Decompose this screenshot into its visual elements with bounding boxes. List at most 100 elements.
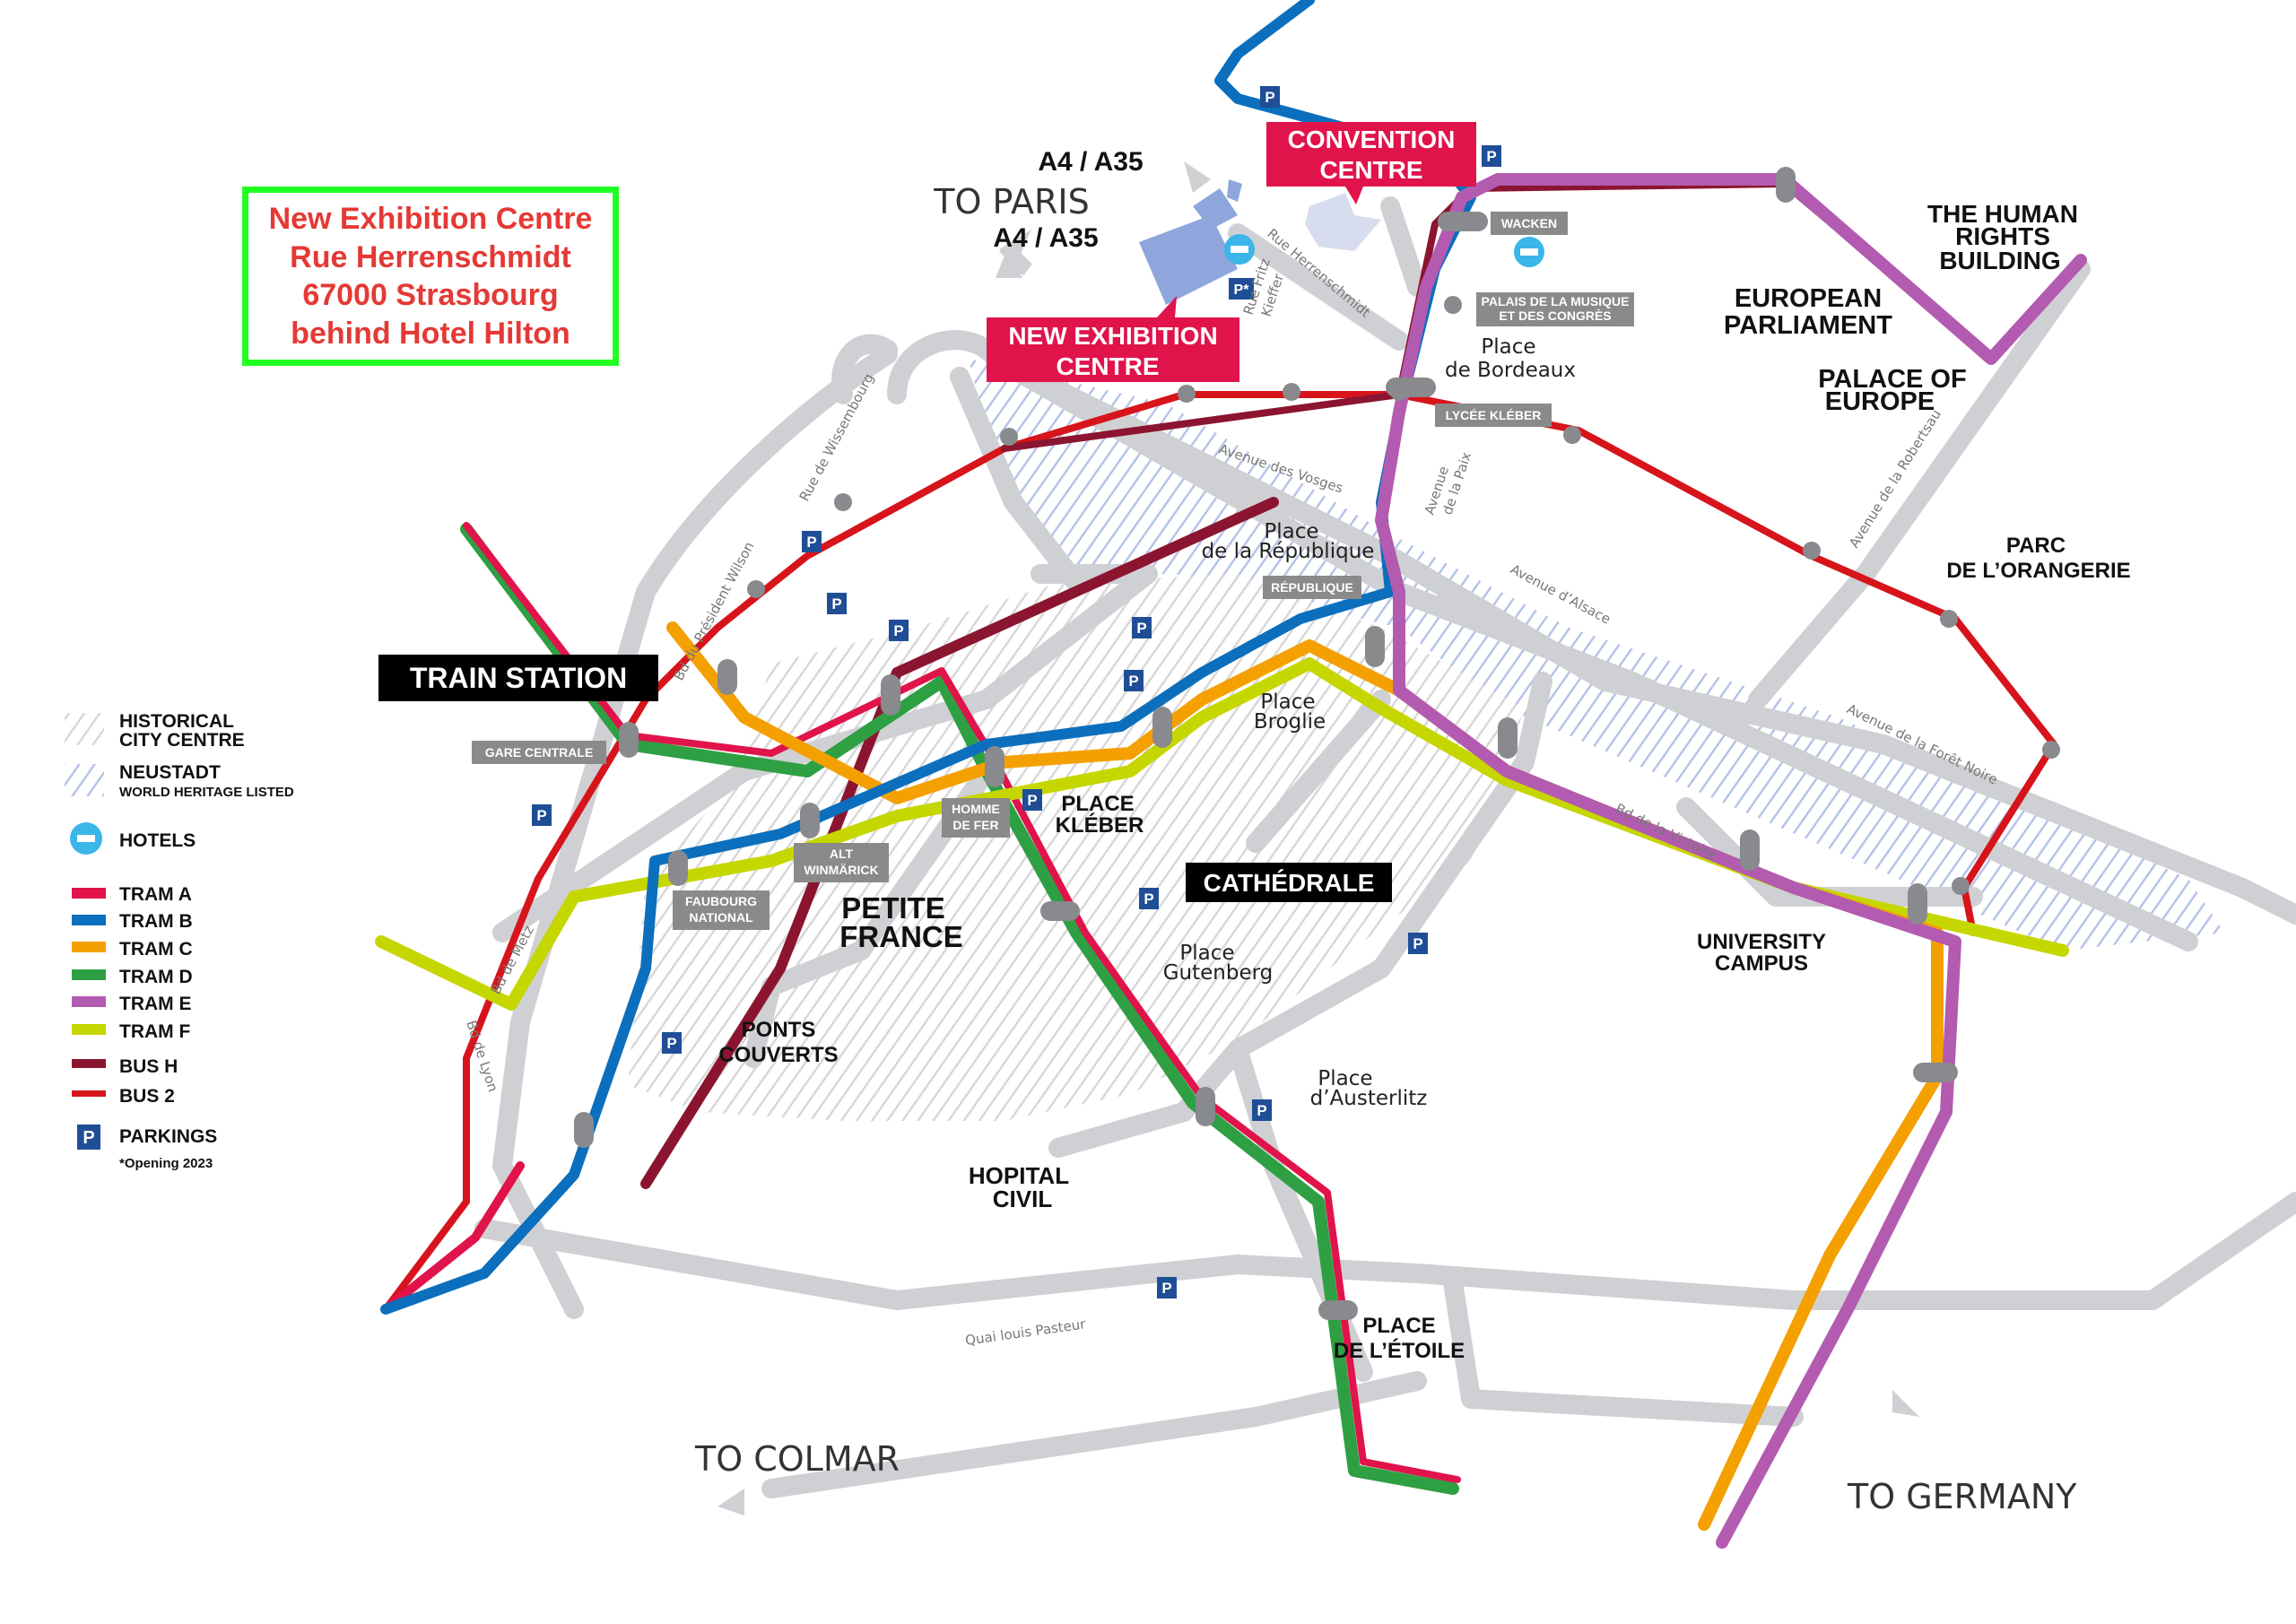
hotel-icon — [1224, 234, 1255, 265]
svg-text:P*: P* — [1234, 282, 1250, 298]
cathedrale-label: CATHÉDRALE — [1186, 863, 1392, 902]
svg-text:TRAM E: TRAM E — [119, 994, 192, 1014]
parking-icon: P — [1139, 888, 1159, 909]
svg-text:CITY CENTRE: CITY CENTRE — [119, 730, 245, 751]
legend-hotels: HOTELS — [70, 822, 196, 855]
svg-text:P: P — [831, 595, 841, 612]
svg-text:PETITE: PETITE — [841, 891, 945, 925]
tram-e-line — [1375, 173, 2087, 598]
legend-tram-b: TRAM B — [72, 911, 193, 932]
svg-text:PALAIS DE LA MUSIQUE: PALAIS DE LA MUSIQUE — [1482, 294, 1630, 308]
svg-text:TRAIN STATION: TRAIN STATION — [410, 662, 627, 694]
svg-text:P: P — [1136, 620, 1146, 637]
svg-text:NEUSTADT: NEUSTADT — [119, 762, 221, 783]
svg-text:CATHÉDRALE: CATHÉDRALE — [1204, 869, 1375, 897]
address-line-1: New Exhibition Centre — [268, 202, 593, 236]
svg-text:EUROPEAN: EUROPEAN — [1735, 284, 1882, 313]
svg-text:P: P — [83, 1128, 94, 1148]
svg-text:P: P — [1027, 792, 1037, 809]
district-labels: THE HUMAN RIGHTS BUILDING EUROPEAN PARLI… — [718, 200, 2130, 1363]
tram-a-line-south — [381, 1161, 525, 1314]
svg-text:P: P — [1413, 935, 1422, 952]
svg-text:P: P — [536, 807, 546, 824]
to-germany-label: TO GERMANY — [1847, 1477, 2077, 1516]
route-a4-top: A4 / A35 — [1038, 147, 1143, 177]
svg-text:ET DES CONGRÈS: ET DES CONGRÈS — [1499, 308, 1611, 323]
svg-text:DE L’ORANGERIE: DE L’ORANGERIE — [1946, 559, 2130, 583]
to-paris-label: TO PARIS — [933, 182, 1089, 221]
svg-text:Place: Place — [1260, 690, 1315, 714]
svg-text:Place: Place — [1481, 335, 1535, 359]
svg-text:HISTORICAL: HISTORICAL — [119, 711, 234, 732]
parking-icon: P — [827, 593, 847, 614]
svg-text:DE L’ÉTOILE: DE L’ÉTOILE — [1334, 1338, 1465, 1363]
legend-tram-c: TRAM C — [72, 939, 193, 960]
svg-text:HOMME: HOMME — [952, 802, 1000, 816]
svg-text:EUROPE: EUROPE — [1825, 387, 1935, 416]
svg-text:WACKEN: WACKEN — [1501, 216, 1557, 230]
svg-text:Broglie: Broglie — [1254, 710, 1326, 734]
svg-text:Quai louis Pasteur: Quai louis Pasteur — [964, 1316, 1087, 1349]
stop-tag-faubourg-national: FAUBOURG NATIONAL — [673, 890, 770, 930]
direction-arrows — [718, 161, 1919, 1515]
svg-text:PARC: PARC — [2006, 534, 2066, 558]
svg-text:CONVENTION: CONVENTION — [1288, 126, 1456, 153]
svg-text:WORLD HERITAGE LISTED: WORLD HERITAGE LISTED — [119, 785, 294, 800]
parking-icon: P* — [1229, 278, 1254, 300]
tram-b-line — [479, 0, 1476, 1279]
svg-text:TRAM B: TRAM B — [119, 911, 193, 932]
legend-historic: HISTORICAL CITY CENTRE — [65, 711, 245, 751]
svg-text:Gutenberg: Gutenberg — [1163, 961, 1274, 985]
svg-text:PALACE OF: PALACE OF — [1818, 365, 1966, 394]
legend-tram-f: TRAM F — [72, 1021, 190, 1042]
svg-text:BUS H: BUS H — [119, 1056, 178, 1077]
svg-text:TRAM C: TRAM C — [119, 939, 193, 960]
parking-icon — [77, 1125, 100, 1150]
address-line-4: behind Hotel Hilton — [291, 316, 570, 351]
svg-text:COUVERTS: COUVERTS — [718, 1043, 838, 1067]
legend-tram-a: TRAM A — [72, 884, 192, 905]
svg-text:CENTRE: CENTRE — [1056, 352, 1159, 380]
parking-icon: P — [1157, 1277, 1177, 1298]
parking-icon: P — [1482, 145, 1501, 167]
svg-text:GARE CENTRALE: GARE CENTRALE — [485, 745, 594, 760]
bus-h-line — [640, 497, 1279, 1189]
svg-text:P: P — [666, 1035, 676, 1052]
parking-icon: P — [1408, 933, 1428, 954]
svg-text:HOPITAL: HOPITAL — [969, 1162, 1069, 1189]
svg-text:TRAM D: TRAM D — [119, 967, 193, 987]
svg-text:PLACE: PLACE — [1362, 1314, 1435, 1338]
parking-icon: P — [802, 531, 822, 552]
svg-text:FAUBOURG: FAUBOURG — [685, 894, 757, 908]
parking-icon: P — [1252, 1099, 1272, 1121]
legend-bus-2: BUS 2 — [72, 1086, 175, 1107]
svg-text:THE HUMAN: THE HUMAN — [1927, 200, 2078, 228]
stop-tag-republique: RÉPUBLIQUE — [1263, 576, 1361, 599]
tram-b-line-south — [380, 1268, 490, 1315]
legend-neustadt: NEUSTADT WORLD HERITAGE LISTED — [65, 762, 294, 800]
tram-c-line — [666, 621, 1944, 1531]
new-exhibition-centre-label: NEW EXHIBITION CENTRE — [987, 296, 1239, 382]
svg-text:*Opening 2023: *Opening 2023 — [119, 1156, 213, 1171]
legend-tram-d: TRAM D — [72, 967, 193, 987]
convention-centre-label: CONVENTION CENTRE — [1266, 122, 1476, 204]
parking-icon: P — [662, 1032, 682, 1054]
tram-d-line — [460, 523, 1459, 1495]
svg-text:WINMÄRICK: WINMÄRICK — [804, 863, 878, 877]
svg-text:TRAM A: TRAM A — [119, 884, 192, 905]
route-a4-bottom: A4 / A35 — [993, 223, 1098, 253]
legend-parkings: P PARKINGS *Opening 2023 — [77, 1125, 217, 1171]
address-line-2: Rue Herrenschmidt — [290, 239, 571, 274]
svg-text:NATIONAL: NATIONAL — [689, 910, 753, 925]
stop-tag-palais: PALAIS DE LA MUSIQUE ET DES CONGRÈS — [1476, 292, 1634, 326]
stop-markers — [574, 167, 2060, 1320]
parking-icon: P — [532, 804, 552, 826]
svg-text:P: P — [893, 622, 903, 639]
svg-text:Place: Place — [1179, 942, 1234, 965]
svg-text:d’Austerlitz: d’Austerlitz — [1310, 1087, 1428, 1110]
svg-text:Place: Place — [1264, 520, 1318, 543]
bus-2-line-north — [382, 391, 2057, 1313]
parking-icon: P — [1124, 670, 1144, 691]
svg-text:P: P — [806, 534, 816, 551]
